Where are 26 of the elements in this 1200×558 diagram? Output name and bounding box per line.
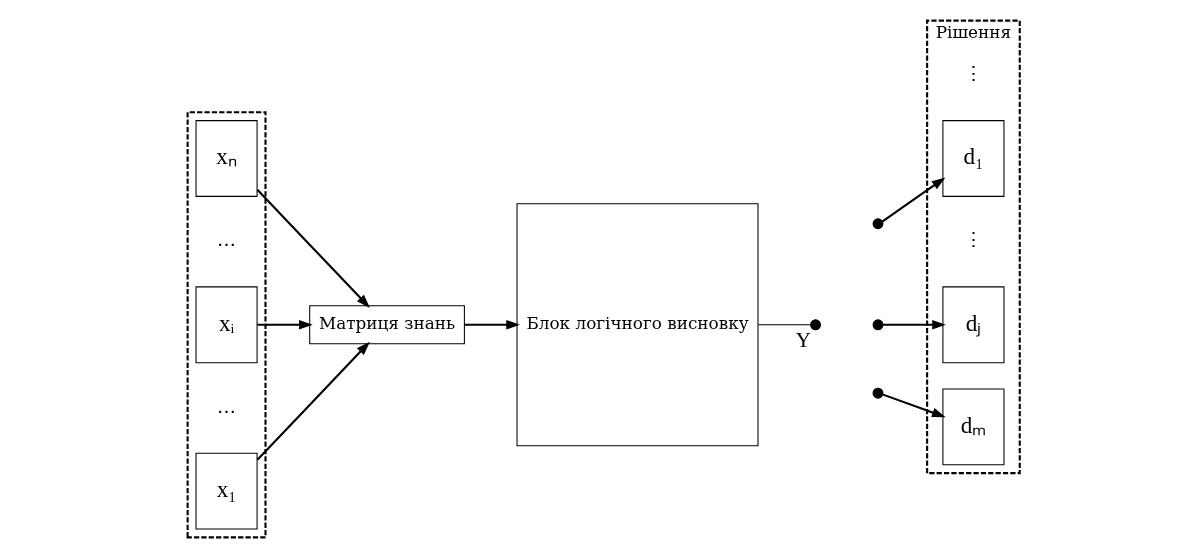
node-circle xyxy=(872,319,884,331)
arrow xyxy=(882,177,946,223)
arrow xyxy=(882,393,946,418)
node-box: xᵢ xyxy=(195,286,258,364)
node-box: Матриця знань xyxy=(309,305,465,345)
arrow xyxy=(883,319,946,330)
arrow xyxy=(256,189,370,308)
label: ⋮ xyxy=(963,62,983,84)
node-box: x₁ xyxy=(195,452,258,530)
arrow xyxy=(256,341,370,461)
label: … xyxy=(217,228,237,251)
node-label: Y xyxy=(795,327,811,352)
node-box: d₁ xyxy=(942,120,1005,197)
node-box: dₘ xyxy=(942,388,1005,466)
node-box: dⱼ xyxy=(942,286,1005,364)
cluster xyxy=(186,111,267,539)
node-circle xyxy=(872,387,884,399)
arrow xyxy=(257,319,313,330)
node-circle xyxy=(872,218,884,230)
node-circle xyxy=(810,319,821,331)
label: … xyxy=(217,394,237,417)
connector xyxy=(757,324,812,326)
arrow xyxy=(464,319,520,330)
node-box: Блок логічного висновку xyxy=(516,203,759,447)
label: ⋮ xyxy=(963,228,983,251)
node-box: xₙ xyxy=(195,120,258,197)
